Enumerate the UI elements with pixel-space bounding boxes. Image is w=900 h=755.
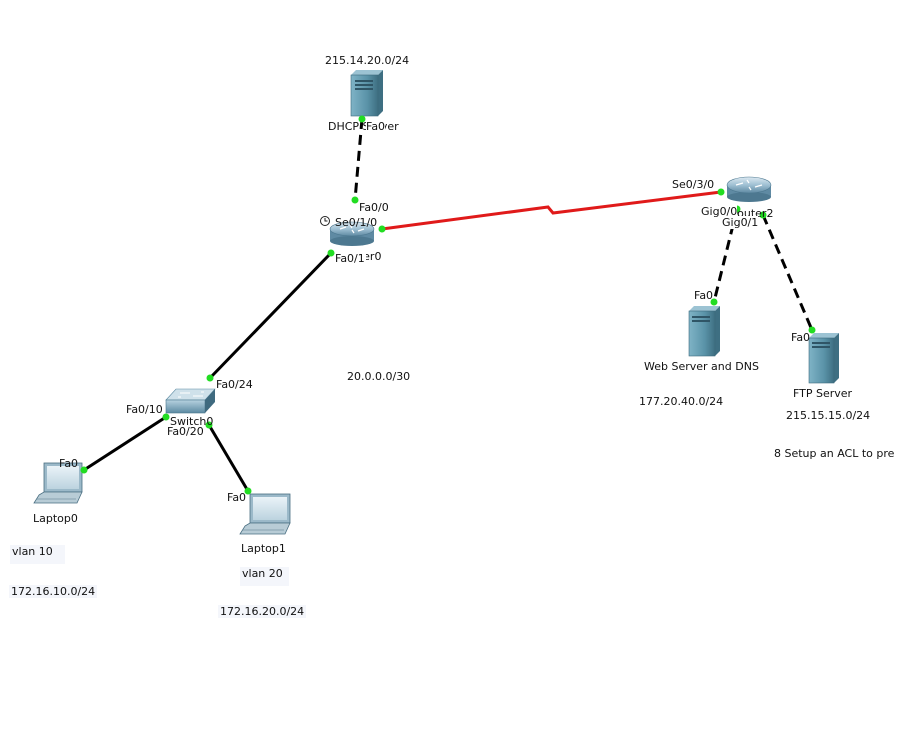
web-server-icon[interactable] — [688, 306, 720, 357]
switch0-label: Switch0 — [170, 415, 214, 428]
clock-icon — [320, 216, 330, 226]
r0-se010-port-label: Se0/1/0 — [335, 216, 378, 229]
link-router0-switch[interactable] — [208, 251, 333, 380]
laptop0-icon[interactable] — [33, 462, 83, 504]
laptop0-label: Laptop0 — [33, 512, 78, 525]
router0-icon[interactable] — [329, 221, 375, 246]
ftp-network-label: 215.15.15.0/24 — [786, 409, 871, 422]
wan-network-label: 20.0.0.0/30 — [347, 370, 411, 383]
vlan20-network-label: 172.16.20.0/24 — [218, 605, 307, 618]
port-up-dot — [80, 466, 88, 474]
web-server-label: Web Server and DNS — [644, 360, 759, 373]
lap1-fa0-port-label: Fa0 — [227, 491, 247, 504]
port-up-dot — [710, 298, 718, 306]
port-up-dot — [205, 421, 213, 429]
dhcp-server-label: DHCP Server — [328, 120, 399, 133]
ftp-fa0-port-label: Fa0 — [791, 331, 811, 344]
laptop1-icon[interactable] — [239, 493, 291, 535]
port-up-dot — [206, 374, 214, 382]
sw-fa024-port-label: Fa0/24 — [216, 378, 253, 391]
link-router2-ftpserver[interactable] — [761, 214, 814, 331]
link-switch-laptop1[interactable] — [207, 424, 250, 492]
vlan10-note: vlan 10 — [10, 545, 65, 564]
link-dhcp-router0[interactable] — [353, 118, 364, 201]
r0-fa00-port-label: Fa0/0 — [359, 201, 389, 214]
sw-fa020-port-label: Fa0/20 — [167, 425, 204, 438]
acl-note: 8 Setup an ACL to pre — [774, 447, 895, 460]
link-switch-laptop0[interactable] — [83, 415, 167, 472]
r0-fa01-port-label: Fa0/1 — [335, 252, 366, 265]
r2-se030-port-label: Se0/3/0 — [672, 178, 715, 191]
dhcp-fa0-port-label: Fa0 — [366, 120, 386, 133]
r2-gig00-port-label: Gig0/0 — [701, 205, 738, 218]
sw-fa010-port-label: Fa0/10 — [126, 403, 163, 416]
router2-icon[interactable] — [726, 176, 772, 202]
port-up-dot — [808, 326, 816, 334]
web-fa0-port-label: Fa0 — [694, 289, 714, 302]
port-up-dot — [358, 115, 366, 123]
port-up-dot — [244, 487, 252, 495]
port-up-dot — [162, 413, 170, 421]
port-up-dot — [378, 225, 386, 233]
dhcp-network-label: 215.14.20.0/24 — [325, 54, 410, 67]
laptop1-label: Laptop1 — [241, 542, 286, 555]
port-up-dot — [717, 188, 725, 196]
dhcp-server-icon[interactable] — [350, 70, 383, 117]
port-up-dot — [327, 249, 335, 257]
port-status-dots — [80, 115, 816, 495]
web-network-label: 177.20.40.0/24 — [639, 395, 724, 408]
ftp-server-label: FTP Server — [793, 387, 853, 400]
switch0-icon[interactable] — [165, 388, 216, 414]
vlan10-network-label: 172.16.10.0/24 — [9, 585, 98, 598]
port-up-dot — [351, 196, 359, 204]
links — [83, 118, 814, 492]
port-up-dot — [759, 211, 767, 219]
vlan20-note: vlan 20 — [240, 567, 289, 586]
r2-gig01-port-label: Gig0/1 — [722, 216, 759, 229]
ftp-server-icon[interactable] — [808, 333, 839, 384]
lap0-fa0-port-label: Fa0 — [59, 457, 79, 470]
link-serial-router0-router2[interactable] — [381, 190, 722, 231]
